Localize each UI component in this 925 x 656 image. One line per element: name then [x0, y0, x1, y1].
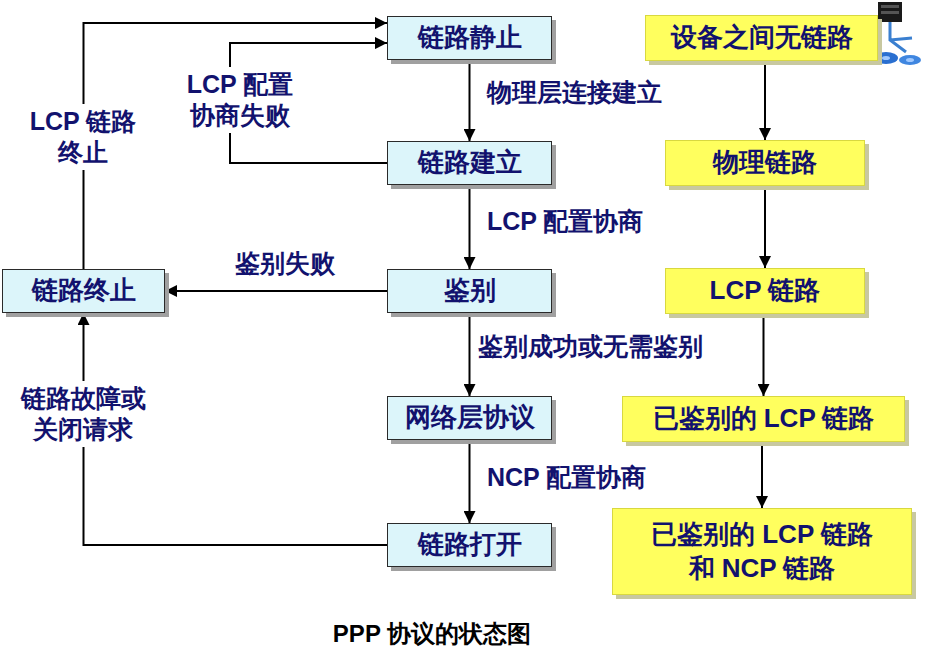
transition-arrow — [764, 186, 766, 268]
state-label: 物理链路 — [713, 146, 817, 180]
disc — [899, 55, 921, 65]
state-label: 链路打开 — [418, 528, 522, 562]
state-box: 鉴别 — [387, 269, 552, 313]
state-label: 链路建立 — [418, 146, 522, 180]
state-label: 链路静止 — [418, 21, 522, 55]
state-box: 链路建立 — [387, 141, 552, 185]
disc-hole — [882, 56, 890, 60]
transition-arrow — [469, 440, 471, 523]
transition-arrow — [763, 314, 765, 396]
cable — [890, 22, 912, 52]
network-icon — [872, 0, 924, 70]
transition-arrow — [469, 313, 471, 396]
link-state-box: 已鉴别的 LCP 链路 和 NCP 链路 — [612, 508, 912, 595]
link-state-box: LCP 链路 — [665, 268, 865, 314]
transition-label: 物理层连接建立 — [487, 77, 662, 108]
state-label: LCP 链路 — [710, 274, 821, 308]
figure-caption: PPP 协议的状态图 — [333, 618, 531, 650]
transition-arrow — [469, 60, 471, 141]
state-label: 链路终止 — [32, 274, 136, 308]
state-label: 已鉴别的 LCP 链路 — [653, 402, 875, 436]
device-box — [878, 2, 902, 22]
transition-arrow — [469, 185, 471, 269]
transition-label: 链路故障或关闭请求 — [16, 381, 150, 448]
state-label: 设备之间无链路 — [671, 21, 853, 55]
state-label: 网络层协议 — [405, 401, 535, 435]
transition-label: 鉴别失败 — [235, 248, 335, 279]
transition-label: LCP 配置协商 — [487, 206, 644, 237]
transition-label: LCP 链路终止 — [16, 104, 150, 171]
transition-arrow — [764, 61, 766, 140]
state-box: 链路终止 — [2, 269, 165, 313]
state-box: 网络层协议 — [387, 396, 552, 440]
state-label: 鉴别 — [444, 274, 496, 308]
link-state-box: 物理链路 — [665, 140, 865, 186]
transition-arrow — [761, 442, 763, 508]
state-label: 已鉴别的 LCP 链路 和 NCP 链路 — [642, 518, 882, 586]
transition-label: NCP 配置协商 — [487, 462, 646, 493]
disc-hole — [906, 58, 914, 62]
transition-arrow — [165, 290, 387, 292]
link-state-box: 已鉴别的 LCP 链路 — [622, 396, 905, 442]
transition-label: LCP 配置协商失败 — [176, 67, 305, 134]
device-slot — [881, 11, 899, 14]
transition-label: 鉴别成功或无需鉴别 — [478, 331, 703, 362]
link-state-box: 设备之间无链路 — [645, 15, 878, 61]
state-box: 链路打开 — [387, 523, 552, 567]
device-slot — [881, 5, 899, 8]
state-box: 链路静止 — [387, 16, 552, 60]
